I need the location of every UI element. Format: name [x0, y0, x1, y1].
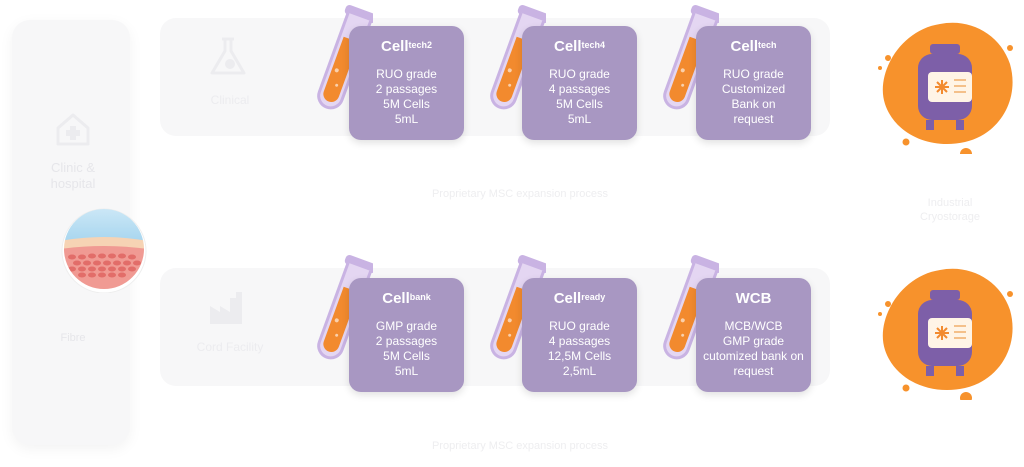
card-line: RUO grade [723, 67, 784, 81]
product-name: Celltech [730, 38, 777, 55]
product-name: Cellready [553, 290, 606, 307]
card-line: 4 passages [548, 82, 611, 96]
card-line: RUO grade [549, 67, 610, 81]
lab-flask-icon [210, 37, 246, 75]
product-card-wcb[interactable]: WCB MCB/WCB GMP grade cutomized bank on … [696, 278, 811, 392]
product-name: Cellbank [382, 290, 431, 307]
card-line: 5M Cells [383, 97, 430, 111]
card-line: 2 passages [375, 334, 438, 348]
cryostorage-container-icon [878, 22, 1013, 154]
hospital-icon [56, 113, 90, 146]
skin-tissue-icon [61, 208, 147, 293]
product-card-celltech4[interactable]: Celltech4 RUO grade 4 passages 5M Cells … [522, 26, 637, 140]
product-card-celltech2[interactable]: Celltech2 RUO grade 2 passages 5M Cells … [349, 26, 464, 140]
card-line: RUO grade [549, 319, 610, 333]
product-name: Celltech2 [380, 38, 433, 55]
row-source-label: Clinical [210, 93, 250, 107]
row-source-label: Cord Facility [196, 340, 264, 354]
card-line: 4 passages [548, 334, 611, 348]
factory-icon [210, 292, 242, 324]
card-line: 12,5M Cells [547, 349, 612, 363]
card-line: 5mL [394, 364, 419, 378]
product-card-cellready[interactable]: Cellready RUO grade 4 passages 12,5M Cel… [522, 278, 637, 392]
cryostorage-container-icon [878, 268, 1013, 400]
fibre-label: Fibre [60, 332, 86, 344]
product-card-celltech[interactable]: Celltech RUO grade Customized Bank on re… [696, 26, 811, 140]
card-line: GMP grade [375, 319, 438, 333]
card-line: cutomized bank on [703, 349, 804, 363]
card-line: MCB/WCB [724, 319, 783, 333]
row-footer-text: Proprietary MSC expansion process [431, 188, 609, 200]
card-line: RUO grade [376, 67, 437, 81]
product-name: WCB [735, 290, 772, 307]
card-line: 5M Cells [383, 349, 430, 363]
card-line: 5mL [567, 112, 592, 126]
clinic-hospital-label: Clinic & hospital [50, 160, 96, 191]
card-line: 5M Cells [556, 97, 603, 111]
card-line: Bank on [731, 97, 776, 111]
card-line: Customized [721, 82, 786, 96]
card-line: 2,5mL [562, 364, 597, 378]
product-card-cellbank[interactable]: Cellbank GMP grade 2 passages 5M Cells 5… [349, 278, 464, 392]
card-line: 5mL [394, 112, 419, 126]
product-name: Celltech4 [553, 38, 606, 55]
card-line: request [733, 112, 774, 126]
card-line: GMP grade [722, 334, 785, 348]
card-line: 2 passages [375, 82, 438, 96]
row-footer-text: Proprietary MSC expansion process [431, 440, 609, 452]
cryostorage-label: Industrial Cryostorage [920, 197, 980, 223]
card-line: request [733, 364, 774, 378]
